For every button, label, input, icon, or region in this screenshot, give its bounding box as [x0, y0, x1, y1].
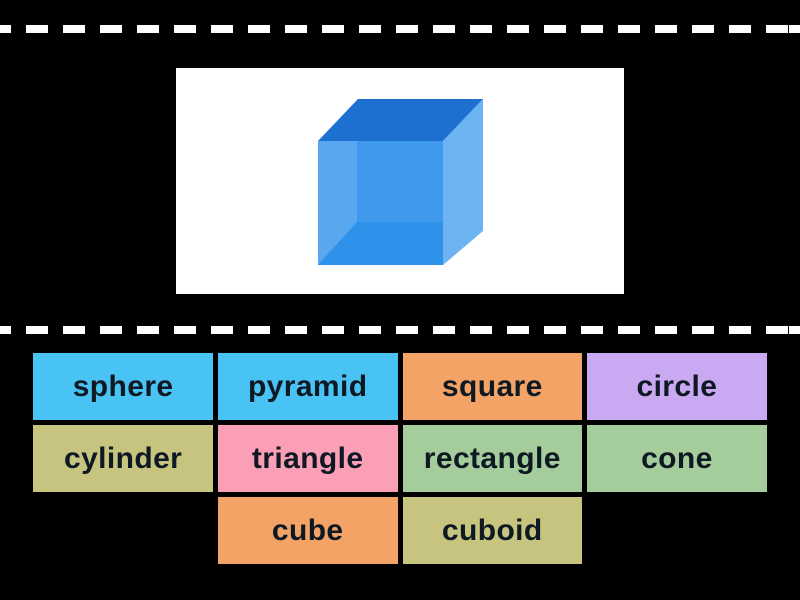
cube-bottom-inner-face — [318, 222, 443, 265]
answer-label: pyramid — [247, 369, 368, 403]
answer-label: sphere — [72, 369, 174, 403]
answer-option-cylinder[interactable]: cylinder — [33, 425, 213, 492]
bottom-dashed-divider — [0, 326, 800, 334]
top-dashed-divider — [0, 25, 800, 33]
answer-option-cuboid[interactable]: cuboid — [402, 497, 583, 564]
answer-label: square — [441, 369, 543, 403]
cube-top-face — [318, 99, 483, 141]
answer-options: sphere pyramid square circle cylinder tr… — [33, 353, 767, 564]
cube-left-inner-face — [318, 141, 357, 265]
answer-option-sphere[interactable]: sphere — [33, 353, 213, 420]
answer-option-circle[interactable]: circle — [587, 353, 767, 420]
answer-option-cube[interactable]: cube — [217, 497, 398, 564]
cube-image — [318, 99, 483, 265]
answer-label: cone — [641, 441, 713, 475]
answer-label: circle — [636, 369, 718, 403]
answer-label: rectangle — [423, 441, 561, 475]
answer-option-pyramid[interactable]: pyramid — [217, 353, 398, 420]
answer-label: cube — [271, 513, 344, 547]
answer-label: triangle — [251, 441, 364, 475]
answer-option-square[interactable]: square — [402, 353, 583, 420]
cube-right-face — [443, 99, 483, 265]
answer-option-cone[interactable]: cone — [587, 425, 767, 492]
prompt-card — [176, 68, 624, 294]
answer-label: cuboid — [441, 513, 543, 547]
answer-label: cylinder — [63, 441, 183, 475]
answer-option-triangle[interactable]: triangle — [217, 425, 398, 492]
answer-option-rectangle[interactable]: rectangle — [402, 425, 583, 492]
